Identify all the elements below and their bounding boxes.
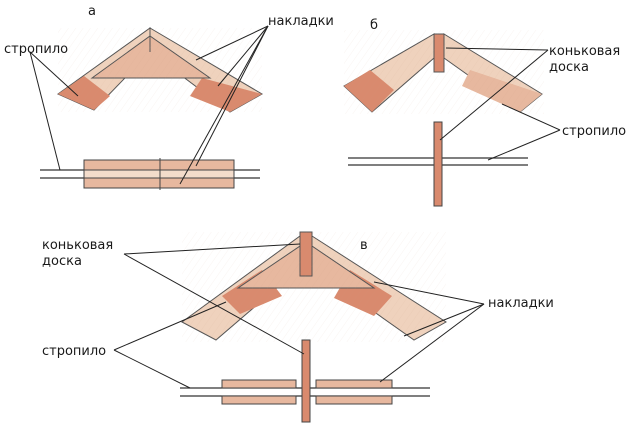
fig-v-letter: в (360, 238, 368, 253)
fig-b-letter: б (370, 18, 379, 33)
fig-a-rafter-label: стропило (4, 42, 69, 57)
fig-b-ridge-label-1: коньковая (549, 44, 621, 59)
fig-a-plate-top (83, 159, 235, 171)
fig-a-plate-bottom (83, 177, 235, 189)
fig-b-ridge-plan (433, 121, 443, 207)
fig-v-plates-label: накладки (488, 296, 554, 311)
fig-a-letter: а (88, 4, 96, 19)
fig-v-plate-plan-left (221, 379, 297, 389)
fig-v-rafter-label: стропило (42, 344, 107, 359)
fig-v-ridge-plan (301, 339, 311, 423)
fig-b-rafter-label: стропило (562, 124, 627, 139)
fig-v-plate-plan-right (315, 379, 393, 389)
fig-b-ridge-label-2: доска (549, 60, 589, 75)
figure-a (40, 27, 264, 190)
fig-v-ridge-label-1: коньковая (42, 238, 114, 253)
fig-v-ridge-label-2: доска (42, 254, 82, 269)
fig-b-leaders (439, 47, 561, 161)
figure-v (180, 231, 447, 423)
figure-b (343, 30, 544, 207)
fig-a-plates-label: накладки (268, 14, 334, 29)
fig-a-leaders (29, 25, 269, 185)
fig-v-leaders (113, 243, 485, 389)
